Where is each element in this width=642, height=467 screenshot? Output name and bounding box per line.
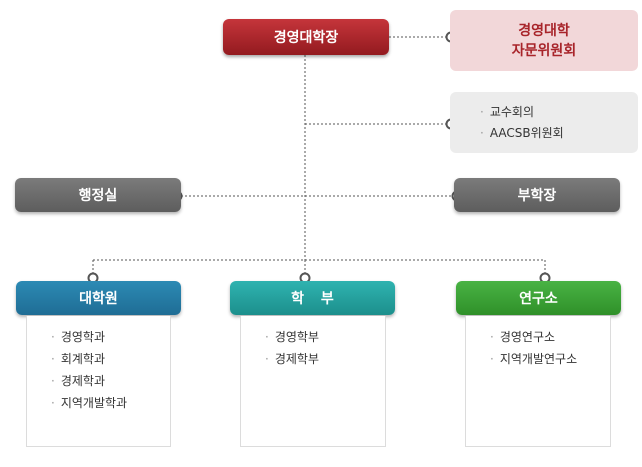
- list-item: 회계학과: [51, 348, 170, 370]
- dean-label: 경영대학장: [273, 30, 339, 46]
- list-item: 경영연구소: [490, 326, 610, 348]
- list-item: 경영학부: [265, 326, 385, 348]
- list-item: 지역개발연구소: [490, 348, 610, 370]
- institute-unit-list: 경영연구소 지역개발연구소: [465, 316, 611, 447]
- dean-box: 경영대학장: [223, 19, 389, 55]
- list-item: 경제학부: [265, 348, 385, 370]
- vice-dean-box: 부학장: [454, 178, 620, 212]
- graduate-dept-list: 경영학과 회계학과 경제학과 지역개발학과: [26, 316, 171, 447]
- list-item: 지역개발학과: [51, 392, 170, 414]
- undergrad-dept-list: 경영학부 경제학부: [240, 316, 386, 447]
- graduate-school-box: 대학원: [16, 281, 181, 315]
- admin-office-box: 행정실: [15, 178, 181, 212]
- advisory-committee-box: 경영대학 자문위원회: [450, 10, 638, 71]
- committee-item: AACSB위원회: [480, 123, 564, 144]
- committee-item: 교수회의: [480, 102, 534, 123]
- list-item: 경영학과: [51, 326, 170, 348]
- committees-box: 교수회의 AACSB위원회: [450, 92, 638, 153]
- vice-dean-label: 부학장: [517, 188, 557, 204]
- graduate-school-label: 대학원: [79, 291, 118, 307]
- institute-label: 연구소: [519, 291, 558, 307]
- admin-office-label: 행정실: [78, 188, 118, 204]
- advisory-line2: 자문위원회: [511, 42, 577, 59]
- undergraduate-box: 학 부: [230, 281, 395, 315]
- advisory-line1: 경영대학: [518, 22, 570, 39]
- institute-box: 연구소: [456, 281, 621, 315]
- undergraduate-label: 학 부: [291, 291, 334, 307]
- list-item: 경제학과: [51, 370, 170, 392]
